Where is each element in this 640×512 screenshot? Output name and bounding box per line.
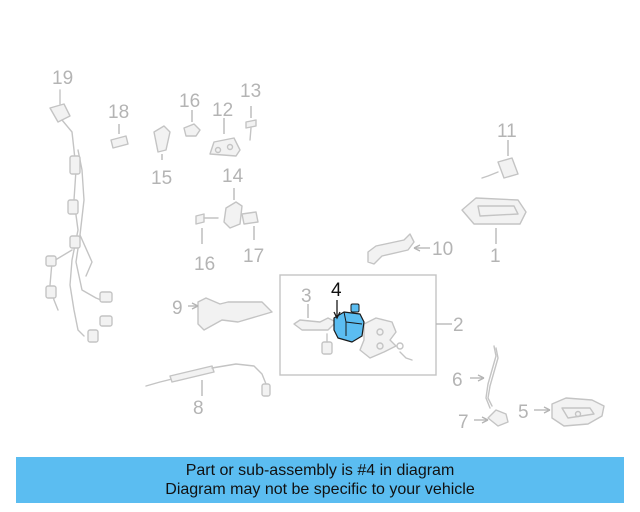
part-12-bracket: 12 — [209, 100, 241, 157]
part-16-screw-lower: 16 — [194, 213, 219, 275]
callout-15: 15 — [151, 168, 172, 189]
part-8-cable: 8 — [145, 363, 271, 419]
part-9-bracket: 9 — [172, 297, 273, 331]
part-13-bolt: 13 — [240, 81, 261, 141]
part-19-wiring-harness: 19 — [45, 68, 113, 343]
part-17-spacer: 17 — [241, 211, 264, 267]
callout-16-lower: 16 — [194, 254, 215, 275]
callout-8: 8 — [193, 398, 204, 419]
banner-line-1: Part or sub-assembly is #4 in diagram — [185, 462, 455, 479]
callout-19: 19 — [52, 68, 73, 89]
callout-3: 3 — [301, 286, 312, 307]
part-2-latch-assembly: 2 3 4 — [279, 274, 464, 376]
callout-7: 7 — [458, 412, 469, 433]
part-18-pin: 18 — [108, 102, 129, 149]
callout-13: 13 — [240, 81, 261, 102]
callout-6: 6 — [452, 370, 463, 391]
callout-16-upper: 16 — [179, 91, 200, 112]
callout-14: 14 — [222, 166, 244, 187]
part-1-handle: 1 — [461, 197, 527, 267]
callout-12: 12 — [212, 100, 233, 121]
callout-17: 17 — [243, 246, 264, 267]
callout-18: 18 — [108, 102, 129, 123]
callout-1: 1 — [490, 246, 501, 267]
callout-4: 4 — [331, 280, 342, 301]
part-7-cap: 7 — [458, 409, 509, 433]
part-4-highlighted: 4 — [331, 280, 365, 343]
callout-11: 11 — [497, 121, 517, 142]
part-10-weatherstrip: 10 — [367, 233, 453, 265]
part-15-bracket: 15 — [151, 125, 172, 189]
callout-5: 5 — [518, 402, 529, 423]
callout-2: 2 — [453, 315, 464, 336]
info-banner: Part or sub-assembly is #4 in diagram Di… — [16, 457, 624, 503]
part-3-clip: 3 — [293, 286, 337, 331]
part-6-rod: 6 — [452, 345, 499, 409]
callout-10: 10 — [432, 239, 453, 260]
callout-9: 9 — [172, 298, 183, 319]
part-11-actuator: 11 — [481, 121, 519, 179]
part-14-hook: 14 — [222, 166, 244, 229]
part-5-housing: 5 — [518, 397, 605, 427]
banner-line-2: Diagram may not be specific to your vehi… — [165, 481, 475, 498]
part-16-clip-upper: 16 — [179, 91, 201, 137]
